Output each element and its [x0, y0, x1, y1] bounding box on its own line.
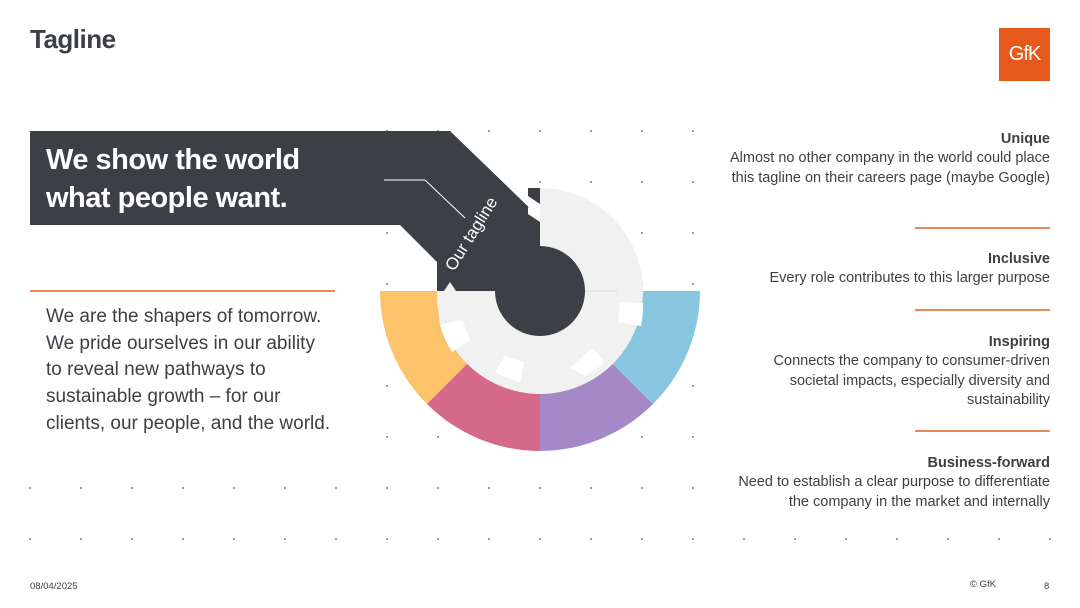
- feature-separator: [915, 227, 1050, 229]
- grid-dot: [539, 487, 541, 489]
- grid-dot: [641, 487, 643, 489]
- grid-dot: [233, 487, 235, 489]
- grid-dot: [386, 487, 388, 489]
- grid-dot: [641, 130, 643, 132]
- segment-pink: [427, 363, 540, 451]
- tagline-banner: [30, 131, 540, 292]
- grid-dot: [692, 487, 694, 489]
- grid-dot: [590, 130, 592, 132]
- grid-dot: [539, 181, 541, 183]
- grid-dot: [29, 487, 31, 489]
- grid-dot: [488, 538, 490, 540]
- gear-hub: [495, 246, 585, 336]
- footer-date: 08/04/2025: [30, 581, 78, 592]
- feature-separator: [915, 430, 1050, 432]
- grid-dot: [641, 232, 643, 234]
- grid-dot: [692, 385, 694, 387]
- footer-copyright: © GfK: [970, 579, 997, 590]
- grid-dot: [437, 487, 439, 489]
- feature-business-forward: Business-forward Need to establish a cle…: [730, 454, 1050, 512]
- grid-dot: [539, 130, 541, 132]
- grid-dot: [692, 436, 694, 438]
- grid-dot: [896, 538, 898, 540]
- grid-dot: [182, 538, 184, 540]
- feature-title: Inspiring: [988, 334, 1050, 350]
- feature-unique: Unique Almost no other company in the wo…: [730, 130, 1050, 188]
- grid-dot: [692, 283, 694, 285]
- grid-dot: [539, 538, 541, 540]
- segment-purple: [540, 363, 653, 451]
- grid-dot: [692, 232, 694, 234]
- grid-dot: [386, 538, 388, 540]
- grid-dot: [590, 487, 592, 489]
- page-title: Tagline: [30, 24, 116, 54]
- grid-dot: [386, 232, 388, 234]
- grid-dot: [641, 436, 643, 438]
- callout-pointer-line: [384, 179, 466, 219]
- grid-dot: [233, 538, 235, 540]
- segment-yellow: [380, 291, 468, 404]
- grid-dot: [284, 538, 286, 540]
- logo-text: GfK: [1008, 43, 1041, 65]
- feature-title: Unique: [1000, 131, 1050, 147]
- grid-dot: [488, 130, 490, 132]
- feature-text: Almost no other company in the world cou…: [730, 150, 1050, 186]
- grid-dot: [488, 487, 490, 489]
- grid-dot: [335, 538, 337, 540]
- grid-dot: [794, 538, 796, 540]
- feature-separator: [915, 309, 1050, 311]
- grid-dot: [998, 538, 1000, 540]
- grid-dot: [947, 538, 949, 540]
- grid-dot: [641, 181, 643, 183]
- feature-text: Connects the company to consumer-driven …: [773, 353, 1050, 408]
- feature-title: Business-forward: [927, 455, 1050, 471]
- grid-dot: [692, 181, 694, 183]
- grid-dot: [743, 538, 745, 540]
- page-number: 8: [1044, 581, 1050, 592]
- grid-dot: [692, 130, 694, 132]
- grid-dot: [284, 487, 286, 489]
- grid-dot: [80, 538, 82, 540]
- grid-dot: [845, 538, 847, 540]
- grid-dot: [182, 487, 184, 489]
- left-divider: [30, 290, 335, 292]
- grid-dot: [29, 538, 31, 540]
- description-text: We are the shapers of tomorrow. We pride…: [46, 306, 331, 434]
- grid-dot: [692, 538, 694, 540]
- feature-inclusive: Inclusive Every role contributes to this…: [730, 250, 1050, 289]
- feature-title: Inclusive: [987, 251, 1050, 267]
- grid-dot: [437, 538, 439, 540]
- feature-text: Need to establish a clear purpose to dif…: [738, 474, 1050, 510]
- segment-blue: [612, 291, 700, 404]
- grid-dot: [80, 487, 82, 489]
- grid-dot: [590, 181, 592, 183]
- grid-dot: [335, 487, 337, 489]
- tagline-headline: We show the world what people want.: [46, 144, 300, 214]
- feature-text: Every role contributes to this larger pu…: [769, 270, 1050, 287]
- grid-dot: [641, 538, 643, 540]
- grid-dot: [386, 385, 388, 387]
- feature-inspiring: Inspiring Connects the company to consum…: [730, 333, 1050, 410]
- grid-dot: [386, 283, 388, 285]
- grid-dot: [590, 538, 592, 540]
- grid-dot: [131, 487, 133, 489]
- grid-dot: [437, 436, 439, 438]
- grid-dot: [1049, 538, 1051, 540]
- gfk-logo: GfK: [999, 28, 1050, 81]
- grid-dot: [131, 538, 133, 540]
- grid-dot: [386, 436, 388, 438]
